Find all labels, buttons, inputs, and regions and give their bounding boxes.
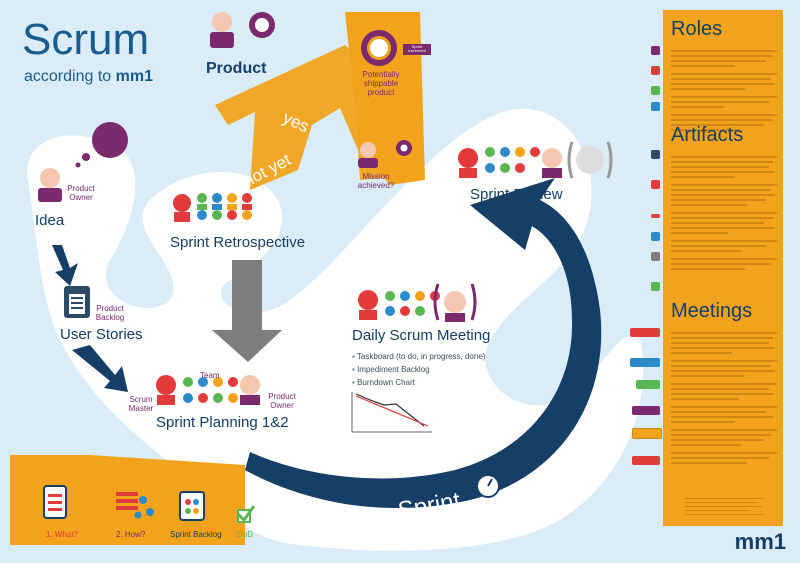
artifact-burndown-icon bbox=[651, 252, 660, 261]
sprint-increment-ring bbox=[361, 30, 397, 66]
mission-achieved-label: Mission achieved? bbox=[357, 172, 395, 191]
daily-team-icons bbox=[358, 283, 477, 322]
meeting-estimation-icon bbox=[632, 456, 660, 465]
role-scrum-master-icon bbox=[651, 66, 660, 75]
artifact-taskboard-icon bbox=[651, 214, 660, 218]
dod-label: DoD bbox=[237, 530, 254, 539]
mission-icon bbox=[358, 140, 412, 168]
meeting-review-icon bbox=[632, 406, 660, 415]
retro-team-icons bbox=[173, 193, 252, 222]
sprint-backlog-icon bbox=[179, 491, 205, 521]
roles-heading: Roles bbox=[671, 18, 723, 40]
daily-item: Impediment Backlog bbox=[352, 363, 485, 376]
daily-item: Taskboard (to do, in progress, done) bbox=[352, 350, 486, 363]
meeting-retro-icon bbox=[632, 428, 662, 439]
idea-arrow bbox=[52, 245, 78, 286]
product-backlog-label: Product Backlog bbox=[95, 304, 125, 323]
sprint-retrospective-label: Sprint Retrospective bbox=[170, 234, 306, 251]
product-owner-idea-figure bbox=[38, 168, 62, 202]
brand-logo: mm1 bbox=[734, 529, 786, 554]
meetings-heading: Meetings bbox=[671, 300, 753, 322]
product-label: Product bbox=[206, 60, 267, 77]
thought-bubble bbox=[92, 122, 128, 158]
artifacts-heading: Artifacts bbox=[671, 124, 744, 146]
daily-item: Burndown Chart bbox=[352, 376, 485, 389]
sprint-arc bbox=[245, 178, 602, 509]
stopwatch-icon bbox=[476, 471, 500, 498]
meeting-planning2-icon bbox=[630, 358, 660, 367]
product-owner-planning-label: Product Owner bbox=[268, 392, 296, 411]
role-product-owner-icon bbox=[651, 46, 660, 55]
artifact-sprint-backlog-icon bbox=[651, 180, 660, 189]
team-label: Team bbox=[200, 371, 220, 380]
daily-scrum-label: Daily Scrum Meeting bbox=[352, 327, 491, 344]
product-figure bbox=[210, 12, 275, 48]
sprint-backlog-label: Sprint Backlog bbox=[170, 530, 222, 539]
retro-arrow bbox=[212, 260, 282, 362]
dod-check-icon bbox=[236, 505, 256, 523]
meeting-daily-icon bbox=[636, 380, 660, 389]
artifact-dod-icon bbox=[651, 282, 660, 291]
sprint-review-label: Sprint Review bbox=[470, 186, 563, 203]
artifacts-text bbox=[671, 156, 777, 273]
artifact-product-backlog-icon bbox=[651, 150, 660, 159]
what-clipboard-icon bbox=[43, 485, 67, 519]
thought-dot bbox=[82, 153, 90, 161]
artifact-impediment-icon bbox=[651, 232, 660, 241]
reference-panel: Roles Artifacts Meetings bbox=[663, 10, 783, 526]
panel-footer-text bbox=[685, 498, 765, 518]
role-team-icon bbox=[651, 86, 660, 95]
page-subtitle: according to mm1 bbox=[24, 68, 153, 86]
subtitle-prefix: according to bbox=[24, 68, 116, 85]
user-stories-label: User Stories bbox=[60, 326, 143, 343]
review-team-icons bbox=[458, 141, 613, 179]
meeting-planning1-icon bbox=[630, 328, 660, 337]
stories-arrow bbox=[72, 345, 128, 392]
idea-label: Idea bbox=[35, 212, 65, 229]
thought-dot bbox=[75, 162, 81, 168]
sprint-planning-label: Sprint Planning 1&2 bbox=[156, 414, 289, 431]
scrum-master-label: Scrum Master bbox=[128, 395, 154, 414]
clipboard-icon bbox=[64, 286, 90, 318]
what-label: 1. What? bbox=[46, 530, 79, 539]
sprint-increment-label: Sprint Increment bbox=[403, 44, 431, 55]
burndown-chart bbox=[351, 392, 432, 433]
product-owner-idea-label: Product Owner bbox=[67, 184, 95, 203]
how-icon bbox=[116, 492, 154, 519]
daily-items-list: Taskboard (to do, in progress, done) Imp… bbox=[352, 350, 486, 389]
roles-text bbox=[671, 50, 777, 134]
potentially-shippable-label: Potentially shippable product bbox=[362, 70, 400, 98]
subtitle-brand: mm1 bbox=[115, 68, 153, 85]
page-title: Scrum bbox=[22, 15, 150, 64]
meetings-text bbox=[671, 332, 777, 467]
role-stakeholder-icon bbox=[651, 102, 660, 111]
planning-team-icons bbox=[156, 375, 260, 405]
how-label: 2. How? bbox=[116, 530, 146, 539]
